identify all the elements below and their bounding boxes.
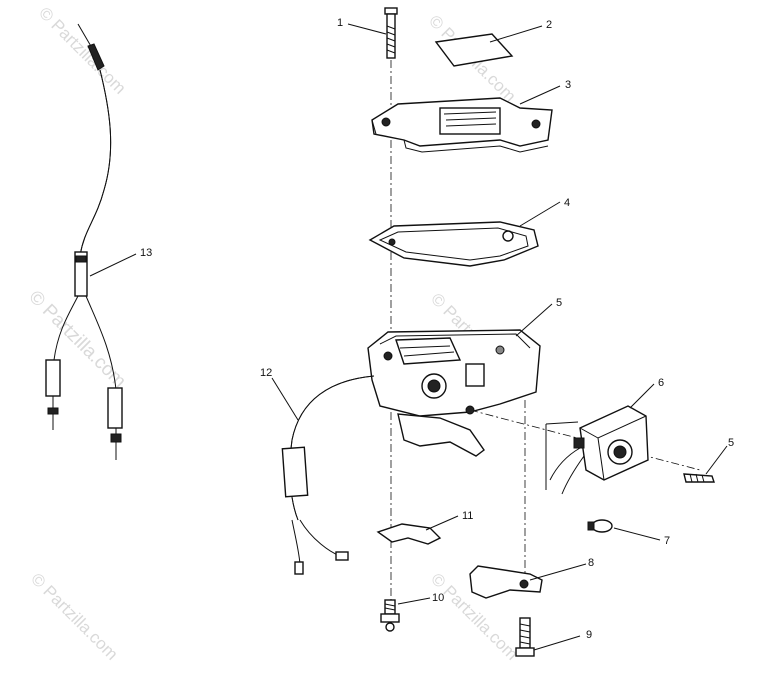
housing-part-5 [367,329,541,457]
screw-part-1 [384,7,398,59]
callout-6: 6 [658,377,664,389]
callout-9: 9 [586,629,592,641]
throttle-cable [45,23,123,460]
bulb-part-7 [587,519,613,533]
callout-5-b: 5 [728,437,734,449]
watermark-bottom-left: © Partzilla.com [27,569,121,663]
callout-5-a: 5 [556,297,562,309]
wiring-harness-part-12 [281,375,375,575]
cover-part-3 [371,97,553,153]
gasket-part-4 [368,221,539,267]
screw-part-10 [380,599,400,632]
callout-8: 8 [588,557,594,569]
callout-4: 4 [564,197,570,209]
screw-part-5-b [683,473,715,483]
decal-part-2 [434,33,514,67]
switch-housing-part-6 [545,405,649,495]
callout-2: 2 [546,19,552,31]
callout-3: 3 [565,79,571,91]
clip-part-11 [376,523,442,545]
callout-10: 10 [432,592,444,604]
callout-7: 7 [664,535,670,547]
callout-1: 1 [337,17,343,29]
callout-11: 11 [462,510,473,522]
callout-numbers: 1 2 3 4 5 6 5 7 8 9 10 11 12 13 [140,17,734,641]
callout-13: 13 [140,247,152,259]
callout-12: 12 [260,367,272,379]
leader-lines [89,23,728,651]
watermark-top-left: © Partzilla.com [35,3,129,97]
screw-part-9 [515,617,535,657]
clamp-part-8 [469,565,543,599]
